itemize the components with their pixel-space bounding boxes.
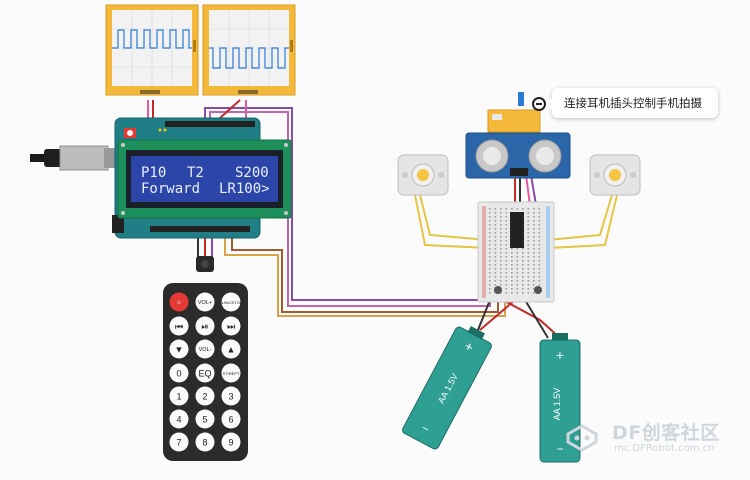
push-button-1[interactable] xyxy=(494,286,502,294)
lcd-line1-col2: T2 xyxy=(187,165,204,181)
lcd-line1-col3: S200 xyxy=(235,165,269,181)
remote-button-label: 8 xyxy=(202,438,207,448)
remote-button-label: ▲ xyxy=(227,345,236,355)
remote-button-label: 4 xyxy=(176,415,181,425)
lcd-module[interactable]: P10 T2 S200 Forward LR100> xyxy=(117,139,292,219)
battery-1[interactable]: + − AA 1.5V xyxy=(401,320,495,450)
remote-button[interactable]: 5 xyxy=(195,409,215,429)
usb-cable[interactable] xyxy=(30,145,120,171)
remote-button-label: FUNC/STOP xyxy=(219,300,242,305)
remote-button-label: 2 xyxy=(202,392,207,402)
lcd-line2-col1: Forward xyxy=(141,181,200,197)
remote-button[interactable]: ▲ xyxy=(221,339,241,359)
remote-button-label: ▼ xyxy=(175,345,184,355)
oscilloscope-2[interactable] xyxy=(202,4,296,96)
dfrobot-logo-icon xyxy=(566,424,598,452)
battery-minus: − xyxy=(556,442,563,456)
remote-button[interactable]: ST/REPT xyxy=(221,363,241,383)
remote-button[interactable]: ⏻ xyxy=(169,292,189,312)
remote-button-label: ST/REPT xyxy=(223,371,240,376)
callout-arrow xyxy=(546,98,552,110)
remote-button[interactable]: ⏭ xyxy=(221,316,241,336)
watermark-brand: DF创客社区 xyxy=(612,422,720,444)
remote-button-label: EQ xyxy=(198,369,211,379)
dc-motor-left[interactable] xyxy=(397,154,449,196)
remote-button[interactable]: 4 xyxy=(169,409,189,429)
battery-2-label: AA 1.5V xyxy=(552,388,562,421)
callout-text: 连接耳机插头控制手机拍摄 xyxy=(564,96,702,110)
remote-button[interactable]: FUNC/STOP xyxy=(219,292,243,312)
remote-button[interactable]: VOL+ xyxy=(195,292,215,312)
remote-button[interactable]: VOL- xyxy=(195,339,215,359)
push-button-2[interactable] xyxy=(534,286,542,294)
remote-button-label: ⏯ xyxy=(201,322,208,332)
remote-button-label: 0 xyxy=(176,369,181,379)
remote-button-grid: ⏻ VOL+ FUNC/STOP ⏮ ⏯ ⏭ ▼ VOL- ▲ 0 EQ ST/REPT 1 2 3 4 5 6 7… xyxy=(169,292,243,452)
remote-button-label: 5 xyxy=(202,415,207,425)
remote-button[interactable]: 7 xyxy=(169,432,189,452)
remote-button-label: VOL+ xyxy=(198,300,212,306)
remote-button[interactable]: EQ xyxy=(195,363,215,383)
relay-module[interactable] xyxy=(487,92,541,133)
remote-button[interactable]: 8 xyxy=(195,432,215,452)
remote-button[interactable]: 6 xyxy=(221,409,241,429)
remote-button-label: 6 xyxy=(228,415,233,425)
remote-button[interactable]: 9 xyxy=(221,432,241,452)
ir-receiver[interactable] xyxy=(196,256,214,272)
lcd-line2-col2: LR100> xyxy=(219,181,270,197)
remote-button[interactable]: 0 xyxy=(169,363,189,383)
remote-button-label: 9 xyxy=(228,438,233,448)
remote-button-label: 7 xyxy=(176,438,181,448)
remote-button-label: ⏭ xyxy=(227,322,235,332)
remote-button[interactable]: 1 xyxy=(169,386,189,406)
remote-button[interactable]: ▼ xyxy=(169,339,189,359)
remote-button-label: ⏮ xyxy=(175,322,183,332)
ic-chip xyxy=(510,212,524,248)
lcd-line1-col1: P10 xyxy=(141,165,166,181)
annotation-callout: 连接耳机插头控制手机拍摄 xyxy=(546,88,718,118)
remote-button[interactable]: 2 xyxy=(195,386,215,406)
watermark-url: mc.DFRobot.com.cn xyxy=(614,443,715,454)
remote-button[interactable]: ⏯ xyxy=(195,316,215,336)
ir-remote[interactable]: ⏻ VOL+ FUNC/STOP ⏮ ⏯ ⏭ ▼ VOL- ▲ 0 EQ ST/REPT 1 2 3 4 5 6 7… xyxy=(163,283,248,461)
minus-circle-icon[interactable] xyxy=(532,97,546,111)
remote-button-label: 3 xyxy=(228,392,233,402)
power-icon: ⏻ xyxy=(177,300,181,305)
ultrasonic-sensor[interactable] xyxy=(465,132,571,179)
remote-button[interactable]: ⏮ xyxy=(169,316,189,336)
dc-motor-right[interactable] xyxy=(589,154,641,196)
remote-button-label: 1 xyxy=(176,392,181,402)
dfrobot-watermark: DF创客社区 mc.DFRobot.com.cn xyxy=(566,418,720,454)
remote-button-label: VOL- xyxy=(199,347,212,353)
battery-plus: + xyxy=(556,347,564,363)
remote-button[interactable]: 3 xyxy=(221,386,241,406)
breadboard[interactable] xyxy=(477,201,555,303)
oscilloscope-1[interactable] xyxy=(105,4,199,96)
